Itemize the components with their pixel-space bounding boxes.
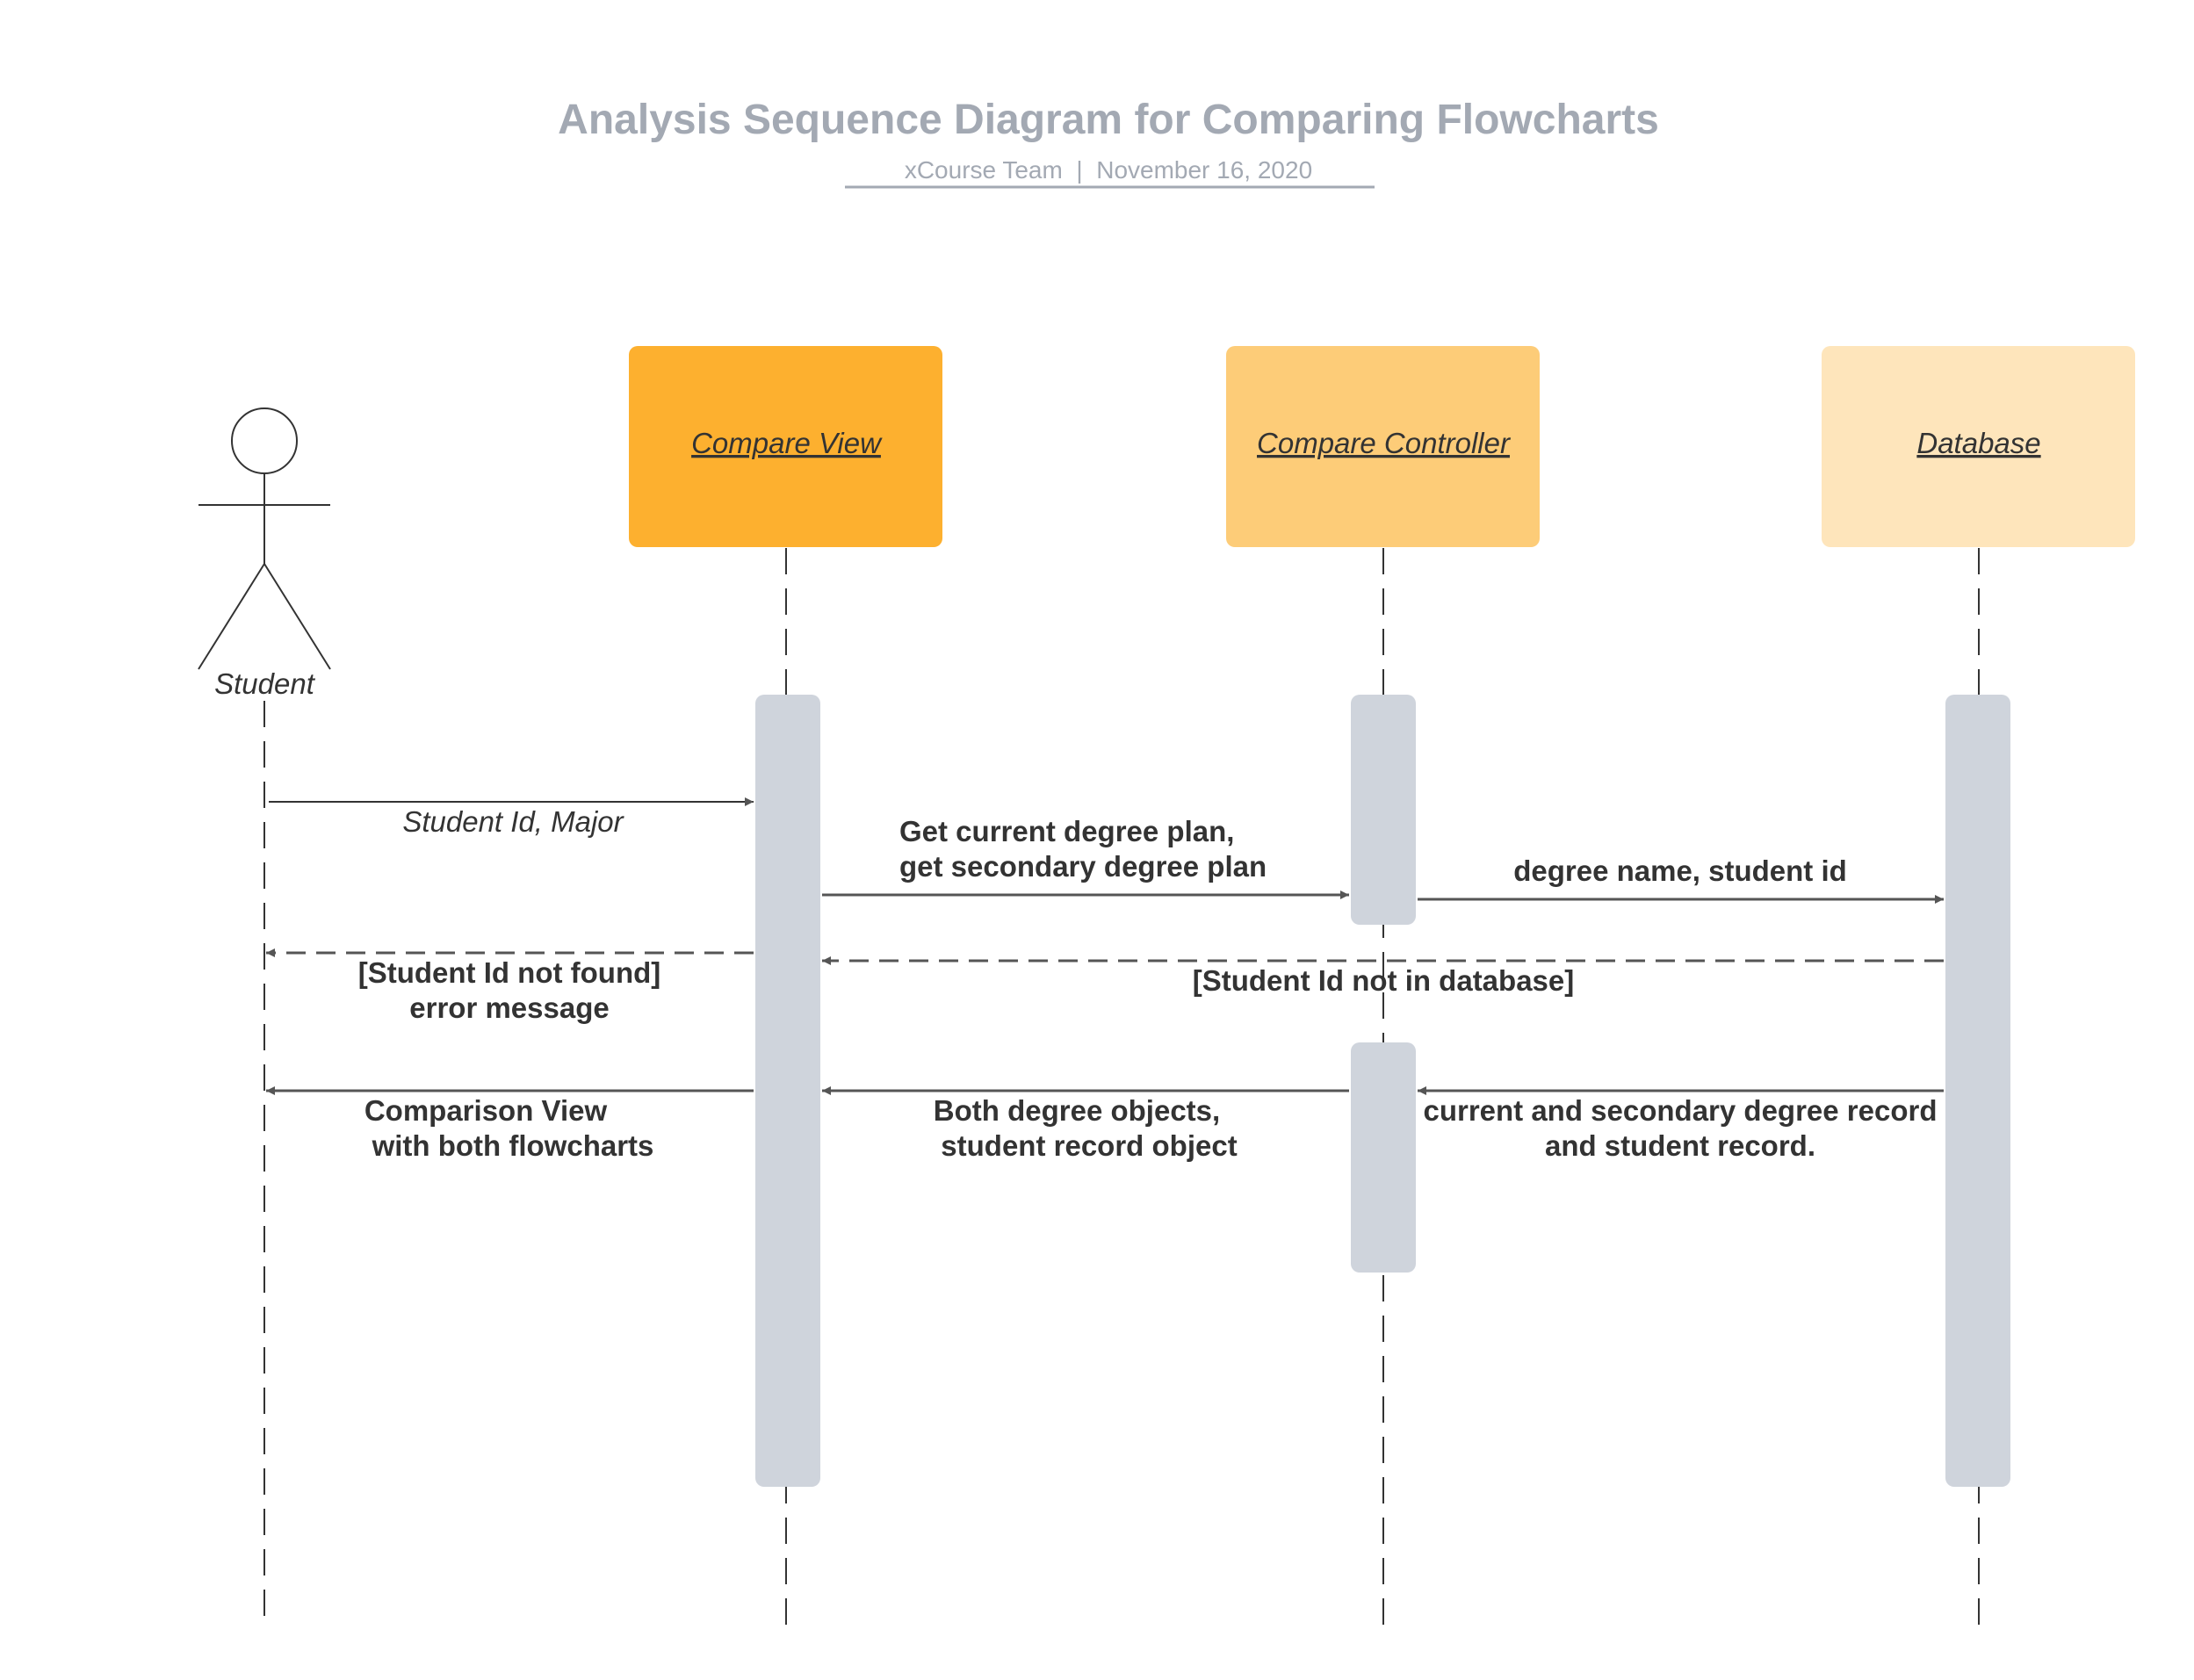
message-label: student record object [941, 1129, 1237, 1162]
diagram-subtitle: xCourse Team | November 16, 2020 [905, 156, 1312, 184]
activation-bar-database [1945, 695, 2010, 1487]
message-label: Comparison View [364, 1094, 608, 1127]
participant-label: Database [1916, 427, 2040, 459]
stick-figure-icon [198, 407, 331, 670]
message-label: get secondary degree plan [899, 850, 1267, 883]
message-label: [Student Id not in database] [1193, 964, 1575, 997]
participant-database: Database [1822, 346, 2135, 547]
message-label: error message [409, 991, 609, 1024]
message-label: with both flowcharts [372, 1129, 654, 1162]
message-label: and student record. [1545, 1129, 1815, 1162]
diagram-title: Analysis Sequence Diagram for Comparing … [558, 97, 1659, 143]
activation-bar-compare-view [755, 695, 820, 1487]
message-label: Get current degree plan, [899, 815, 1234, 847]
message-label: degree name, student id [1513, 854, 1847, 887]
actor-label-student: Student [214, 667, 316, 700]
participant-label: Compare View [691, 427, 883, 459]
message-label: current and secondary degree record [1423, 1094, 1937, 1127]
activation-bar-compare-controller [1351, 1042, 1416, 1273]
message-label: [Student Id not found] [358, 956, 661, 989]
participant-label: Compare Controller [1257, 427, 1512, 459]
message-label: Both degree objects, [934, 1094, 1220, 1127]
participant-compare-controller: Compare Controller [1226, 346, 1540, 547]
activation-bar-compare-controller [1351, 695, 1416, 925]
message-label: Student Id, Major [402, 805, 624, 838]
participant-compare-view: Compare View [629, 346, 942, 547]
